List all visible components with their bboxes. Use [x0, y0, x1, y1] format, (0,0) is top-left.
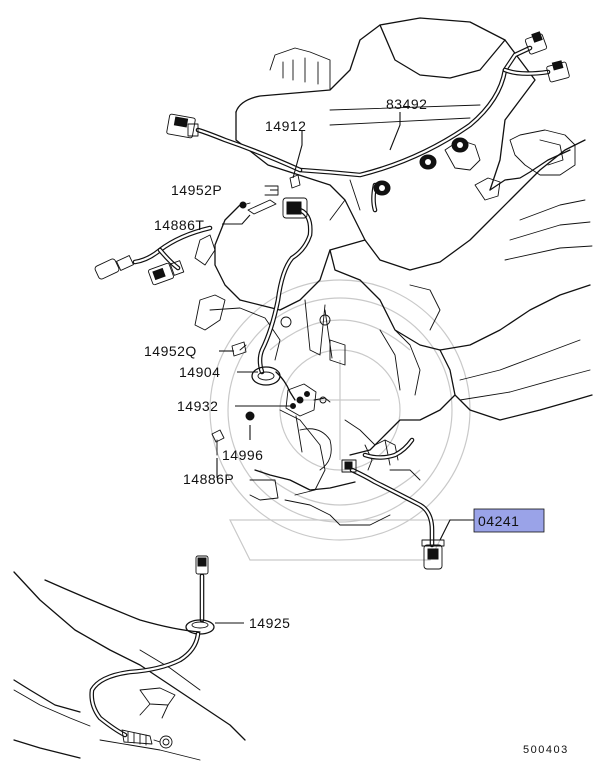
oxygen-sensor-wire-04241 [341, 437, 445, 570]
injector-harness [166, 31, 570, 213]
label-14932[interactable]: 14932 [177, 398, 218, 414]
label-14996[interactable]: 14996 [222, 447, 263, 463]
label-04241[interactable]: 04241 [478, 513, 519, 529]
label-83492[interactable]: 83492 [386, 96, 427, 112]
exhaust-pipe [13, 571, 246, 761]
label-14952P[interactable]: 14952P [171, 182, 222, 198]
engine-block [194, 17, 593, 526]
left-harness [94, 225, 213, 286]
label-14952Q[interactable]: 14952Q [144, 343, 197, 359]
label-14886T[interactable]: 14886T [154, 217, 204, 233]
label-14886P[interactable]: 14886P [183, 471, 234, 487]
front-oxygen-sensor-14925 [89, 555, 215, 749]
label-14925[interactable]: 14925 [249, 615, 290, 631]
watermark [209, 279, 471, 561]
label-14912[interactable]: 14912 [265, 118, 306, 134]
highlight-box-04241 [473, 508, 545, 533]
label-14904[interactable]: 14904 [179, 364, 220, 380]
leader-lines [215, 112, 474, 624]
rear-oxygen-sensor [211, 174, 331, 456]
diagram-number: 500403 [523, 744, 569, 756]
